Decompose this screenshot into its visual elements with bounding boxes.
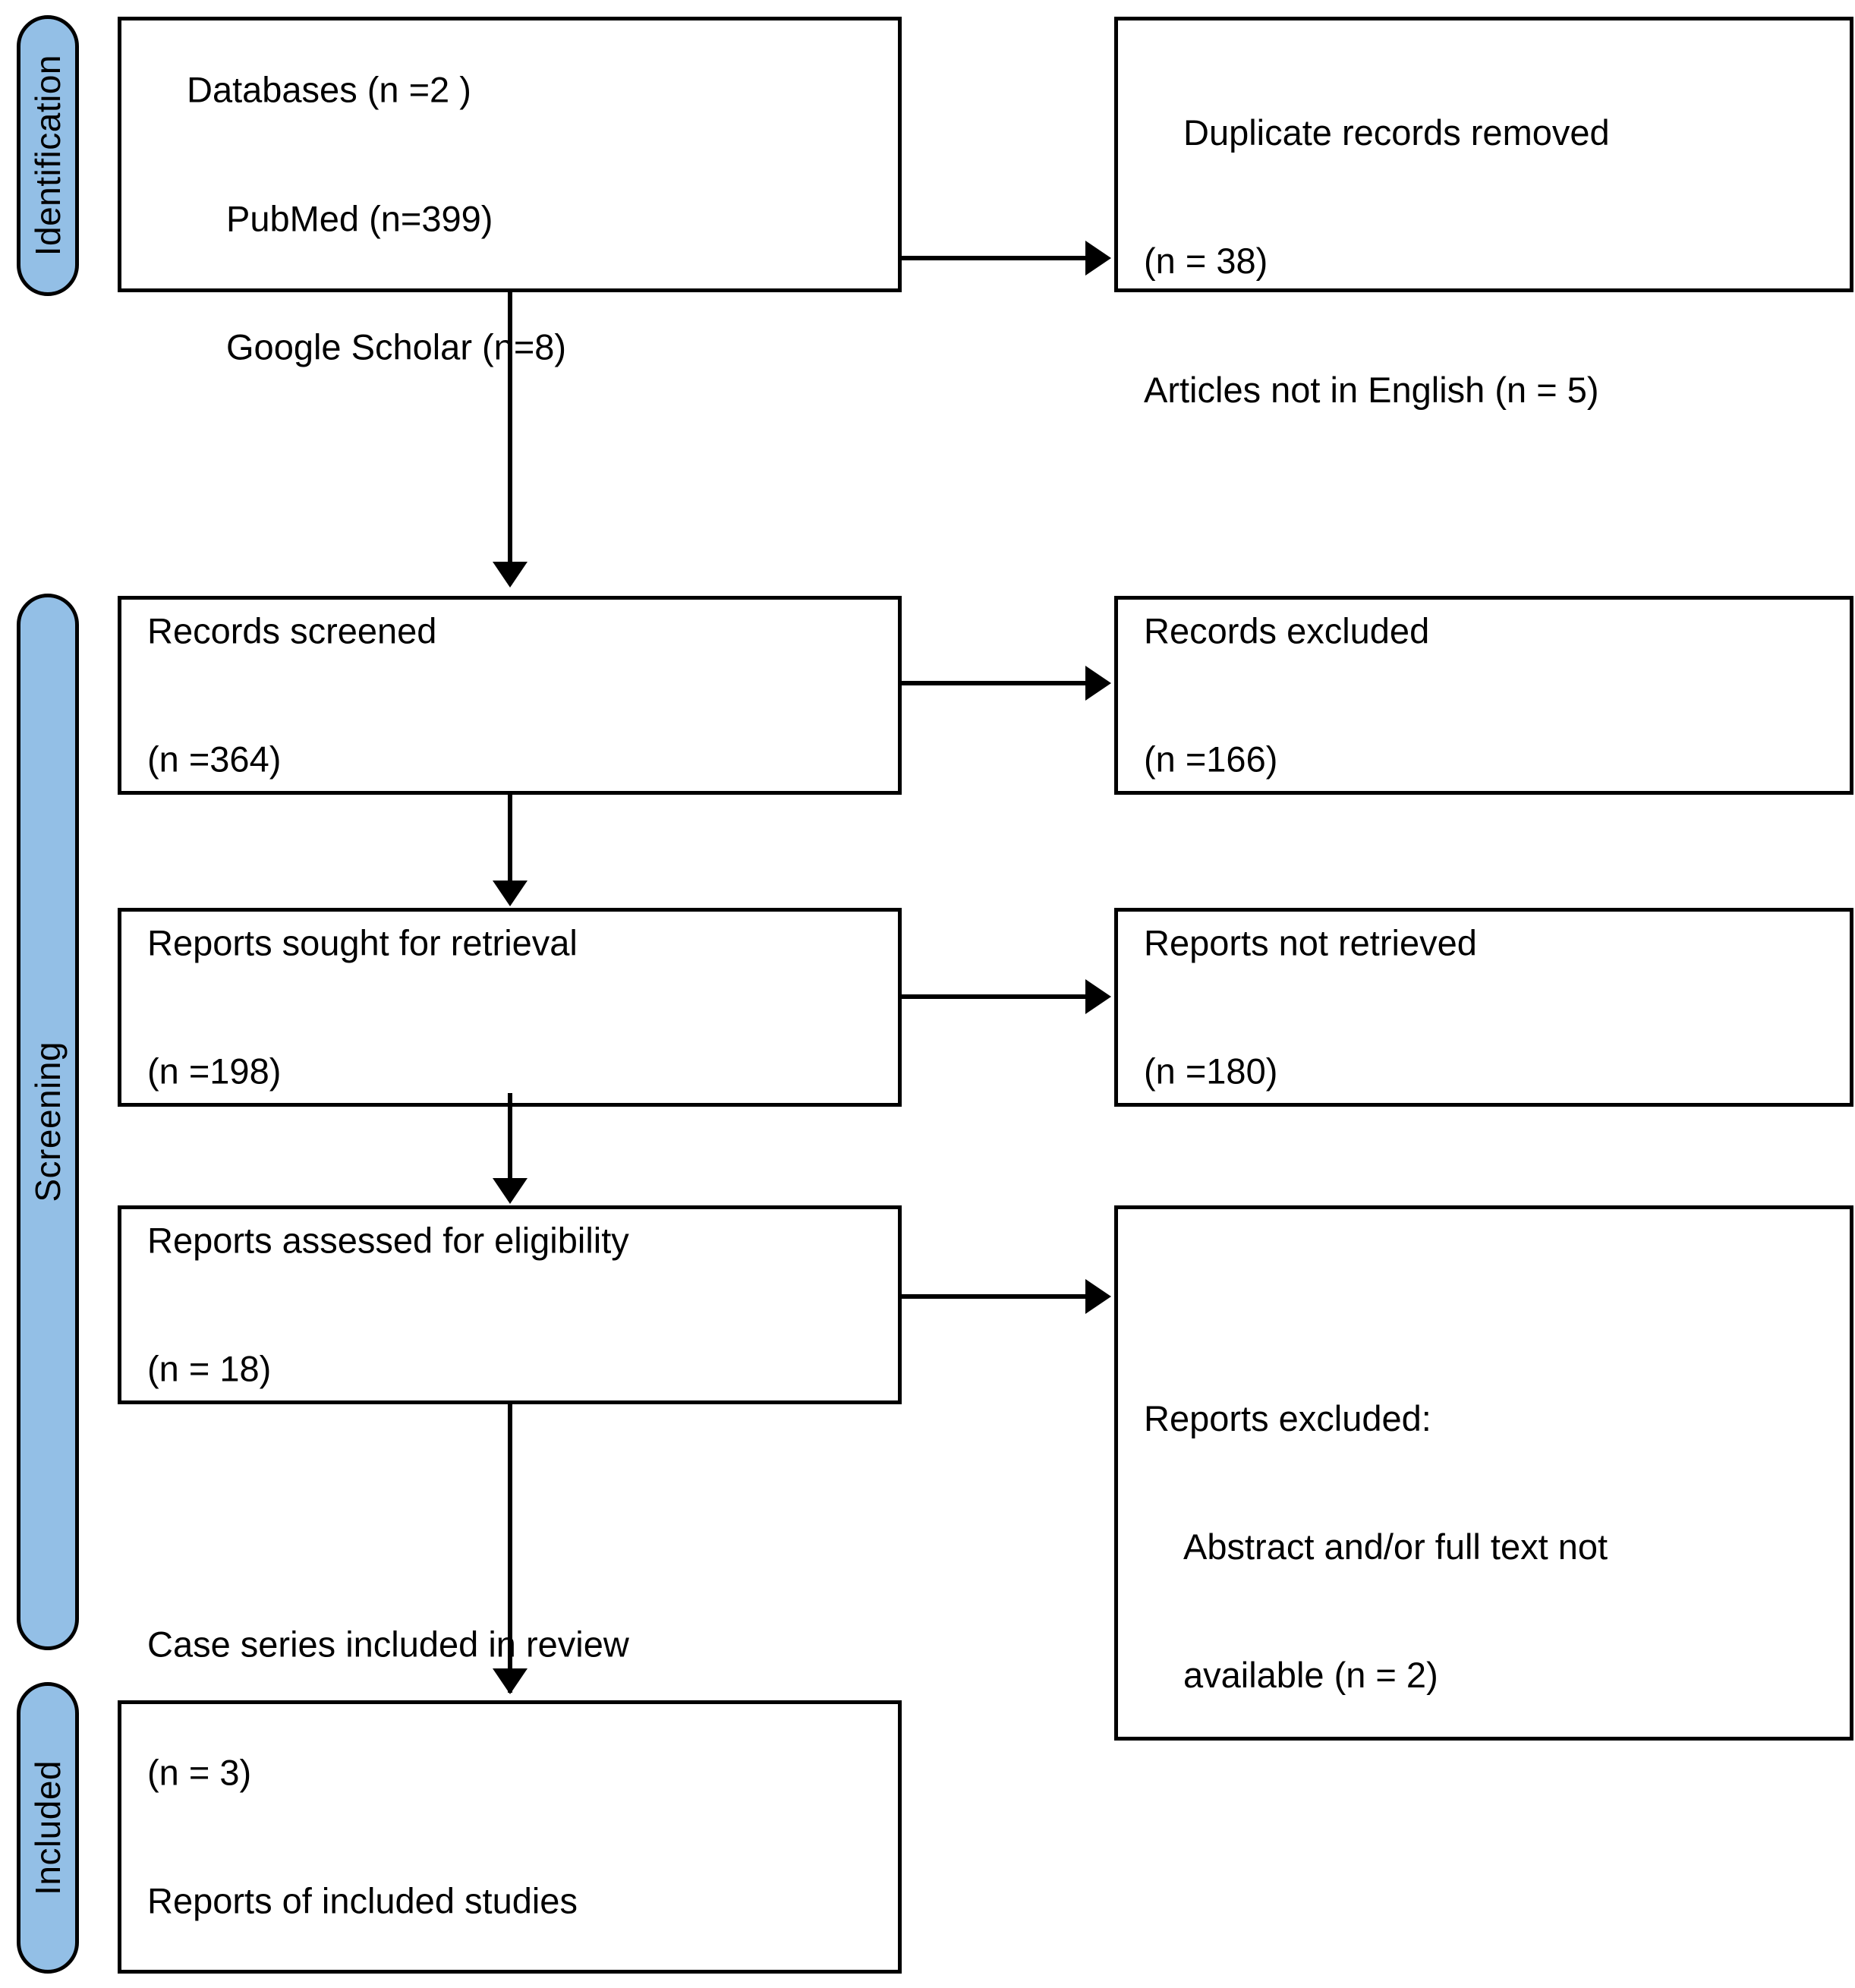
- box-records-screened-text: Records screened (n =364): [147, 524, 887, 866]
- reports-not-retrieved-label: Reports not retrieved: [1144, 922, 1477, 963]
- records-removed-duplicates: Duplicate records removed: [1183, 112, 1610, 153]
- box-records-removed-text: Records removed before screening: Duplic…: [1144, 0, 1839, 497]
- box-reports-excluded-text: Reports excluded: Abstract and/or full t…: [1144, 1312, 1839, 1782]
- box-records-excluded-text: Records excluded (n =166): [1144, 524, 1839, 866]
- box-reports-assessed: Reports assessed for eligibility (n = 18…: [118, 1205, 902, 1404]
- arrowhead-assessed-to-excluded: [1085, 1279, 1111, 1314]
- connector-identified-to-removed: [902, 256, 1088, 260]
- connector-sought-to-assessed: [508, 1093, 512, 1201]
- reports-not-retrieved-n: (n =180): [1144, 1051, 1278, 1092]
- reports-assessed-label: Reports assessed for eligibility: [147, 1220, 629, 1261]
- records-identified-pubmed: PubMed (n=399): [226, 197, 493, 238]
- arrowhead-screened-to-sought: [493, 881, 528, 906]
- box-reports-not-retrieved: Reports not retrieved (n =180): [1114, 908, 1853, 1107]
- included-reports-label: Reports of included studies: [147, 1880, 578, 1921]
- records-removed-duplicates-n: (n = 38): [1144, 241, 1268, 282]
- connector-sought-to-not-retrieved: [902, 994, 1088, 999]
- stage-label-identification: Identification: [28, 55, 68, 257]
- included-case-series-n: (n = 3): [147, 1752, 252, 1793]
- box-reports-assessed-text: Reports assessed for eligibility (n = 18…: [147, 1133, 887, 1476]
- box-reports-not-retrieved-text: Reports not retrieved (n =180): [1144, 836, 1839, 1178]
- reports-excluded-reason-n: available (n = 2): [1183, 1655, 1438, 1696]
- records-excluded-n: (n =166): [1144, 739, 1278, 780]
- records-removed-not-english: Articles not in English (n = 5): [1144, 369, 1599, 410]
- box-records-excluded: Records excluded (n =166): [1114, 596, 1853, 795]
- reports-excluded-heading: Reports excluded:: [1144, 1397, 1431, 1438]
- arrowhead-sought-to-not-retrieved: [1085, 979, 1111, 1014]
- included-case-series-label: Case series included in review: [147, 1624, 629, 1665]
- records-excluded-label: Records excluded: [1144, 610, 1430, 651]
- box-records-identified-text: Records identified from: Databases (n =2…: [147, 0, 887, 454]
- box-reports-sought: Reports sought for retrieval (n =198): [118, 908, 902, 1107]
- records-screened-n: (n =364): [147, 739, 282, 780]
- records-identified-databases: Databases (n =2 ): [187, 69, 471, 110]
- box-reports-sought-text: Reports sought for retrieval (n =198): [147, 836, 887, 1178]
- reports-excluded-reason: Abstract and/or full text not: [1183, 1526, 1608, 1567]
- box-included-studies-text: Case series included in review (n = 3) R…: [147, 1537, 887, 1988]
- box-records-removed: Records removed before screening: Duplic…: [1114, 17, 1853, 409]
- box-records-screened: Records screened (n =364): [118, 596, 902, 795]
- stage-label-included: Included: [28, 1760, 68, 1895]
- stage-bar-identification: Identification: [17, 15, 79, 296]
- reports-sought-label: Reports sought for retrieval: [147, 922, 578, 963]
- stage-bar-included: Included: [17, 1682, 79, 1974]
- arrowhead-screened-to-excluded: [1085, 666, 1111, 701]
- stage-bar-screening: Screening: [17, 594, 79, 1650]
- arrowhead-assessed-to-included: [493, 1668, 528, 1694]
- reports-assessed-n: (n = 18): [147, 1348, 272, 1389]
- connector-assessed-to-included: [508, 1400, 512, 1693]
- records-identified-google-scholar: Google Scholar (n=8): [226, 326, 567, 367]
- arrowhead-identified-to-removed: [1085, 241, 1111, 276]
- box-reports-excluded: Reports excluded: Abstract and/or full t…: [1114, 1205, 1853, 1741]
- arrowhead-sought-to-assessed: [493, 1178, 528, 1204]
- connector-identified-to-screened: [508, 292, 512, 584]
- box-records-identified: Records identified from: Databases (n =2…: [118, 17, 902, 367]
- connector-assessed-to-excluded: [902, 1294, 1088, 1299]
- records-screened-label: Records screened: [147, 610, 437, 651]
- stage-label-screening: Screening: [28, 1041, 68, 1202]
- arrowhead-identified-to-screened: [493, 562, 528, 588]
- reports-sought-n: (n =198): [147, 1051, 282, 1092]
- box-included-studies: Case series included in review (n = 3) R…: [118, 1624, 902, 1974]
- connector-screened-to-sought: [508, 795, 512, 903]
- connector-screened-to-excluded: [902, 681, 1088, 685]
